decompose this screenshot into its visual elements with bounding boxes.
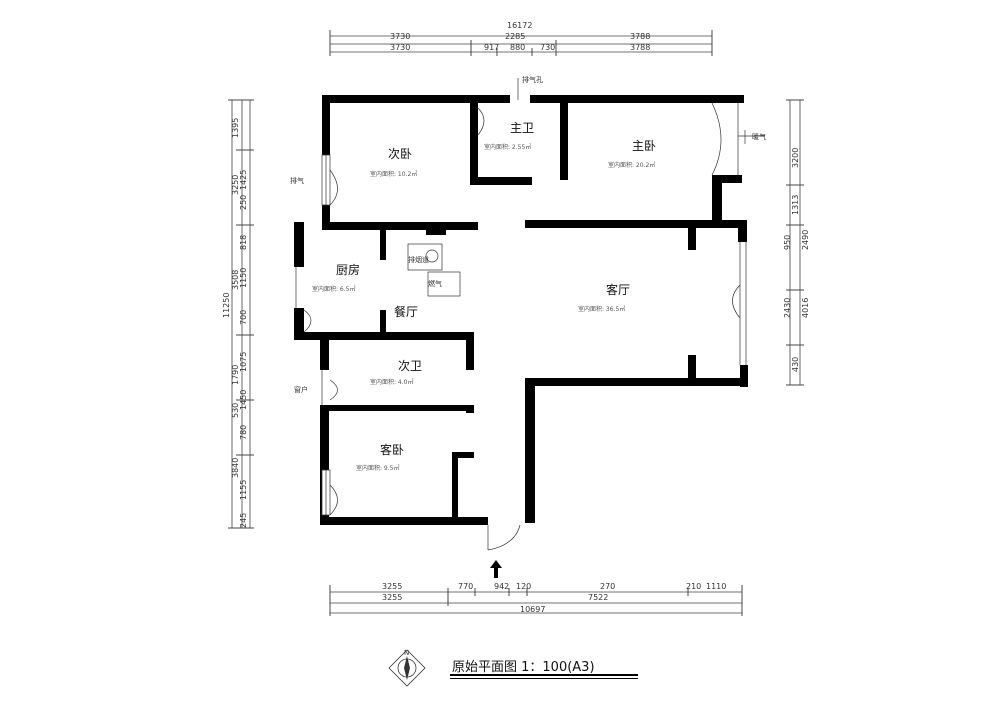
room-second-bedroom-area: 室内面积: 10.2㎡ xyxy=(370,170,417,178)
fixture-notes: 排烟道 燃气 排气 窗户 xyxy=(290,176,442,394)
openings xyxy=(295,102,747,551)
left-dim-7: 1150 xyxy=(239,268,248,288)
right-dim-4: 950 xyxy=(783,235,792,250)
bottom-total-dim: 10697 xyxy=(520,605,545,614)
bottom-dim-9: 7522 xyxy=(588,593,608,602)
top-dim-8: 3788 xyxy=(630,43,650,52)
left-dim-8: 700 xyxy=(239,310,248,325)
right-dim-1: 3200 xyxy=(791,148,800,168)
room-master-bedroom-area: 室内面积: 20.2㎡ xyxy=(608,161,655,169)
compass-icon: N xyxy=(388,649,426,687)
top-total-dim: 16172 xyxy=(507,21,532,30)
right-dim-5: 4016 xyxy=(801,298,810,318)
top-vent-marker: 排气孔 xyxy=(517,75,543,100)
left-dim-3: 1425 xyxy=(239,170,248,190)
drawing-title: 原始平面图 1：100(A3) xyxy=(452,660,595,675)
bottom-dim-8: 3255 xyxy=(382,593,402,602)
top-dim-6: 880 xyxy=(510,43,525,52)
left-dim-5: 818 xyxy=(239,235,248,250)
bottom-dim-3: 942 xyxy=(494,582,509,591)
top-dim-7: 730 xyxy=(540,43,555,52)
left-dim-13: 780 xyxy=(239,425,248,440)
right-dimensions: 3200 1313 2490 950 4016 2430 430 xyxy=(783,99,810,386)
top-dim-1: 3730 xyxy=(390,32,410,41)
vent-label-left: 排气 xyxy=(290,176,304,185)
exhaust-label: 排烟道 xyxy=(408,255,429,264)
room-kitchen: 厨房 xyxy=(336,262,360,277)
right-heater-marker: 暖气 xyxy=(738,130,766,144)
room-second-bath-area: 室内面积: 4.0㎡ xyxy=(370,378,413,386)
right-dim-6: 2430 xyxy=(783,298,792,318)
top-dim-4: 3730 xyxy=(390,43,410,52)
left-dim-6: 3508 xyxy=(231,270,240,290)
room-master-bath-area: 室内面积: 2.55㎡ xyxy=(484,143,531,151)
room-living-area: 室内面积: 36.5㎡ xyxy=(578,305,625,313)
title-underline-thick xyxy=(450,674,638,676)
bottom-dim-4: 120 xyxy=(516,582,531,591)
title-underline-thin xyxy=(450,678,638,679)
bottom-dim-6: 210 xyxy=(686,582,701,591)
entry-arrow-icon xyxy=(490,560,502,578)
room-second-bath: 次卫 xyxy=(398,359,422,373)
heater-label: 暖气 xyxy=(752,132,766,141)
left-dim-10: 1075 xyxy=(239,352,248,372)
room-kitchen-area: 室内面积: 6.5㎡ xyxy=(312,285,355,293)
bottom-dim-5: 270 xyxy=(600,582,615,591)
bottom-dim-1: 3255 xyxy=(382,582,402,591)
bottom-dim-7: 1110 xyxy=(706,582,726,591)
room-master-bath: 主卫 xyxy=(510,121,534,135)
room-living: 客厅 xyxy=(606,282,630,297)
left-dim-11: 1450 xyxy=(239,390,248,410)
top-dimensions: 16172 3730 2285 3788 3730 917 880 730 37… xyxy=(329,21,713,56)
left-dim-14: 3840 xyxy=(231,458,240,478)
room-dining: 餐厅 xyxy=(394,304,418,319)
left-dim-12: 530 xyxy=(231,403,240,418)
top-vent-label: 排气孔 xyxy=(522,75,543,84)
room-second-bedroom: 次卧 xyxy=(388,147,412,161)
top-dim-3: 3788 xyxy=(630,32,650,41)
room-guest-bedroom: 客卧 xyxy=(380,442,404,457)
bottom-dimensions: 3255 770 942 120 270 210 1110 3255 7522 … xyxy=(329,582,743,616)
left-dim-4: 250 xyxy=(239,195,248,210)
left-total-dim: 11250 xyxy=(222,293,231,318)
gas-label: 燃气 xyxy=(428,279,442,288)
right-dim-3: 2490 xyxy=(801,230,810,250)
walls xyxy=(294,95,748,525)
right-dim-2: 1313 xyxy=(791,195,800,215)
room-master-bedroom: 主卧 xyxy=(632,139,656,153)
top-dim-5: 917 xyxy=(484,43,499,52)
window-note-left: 窗户 xyxy=(294,385,308,394)
left-dimensions: 11250 1395 3250 1425 250 818 3508 1150 7… xyxy=(222,99,254,529)
left-dim-15: 1155 xyxy=(239,480,248,500)
right-dim-7: 430 xyxy=(791,357,800,372)
top-dim-2: 2285 xyxy=(505,32,525,41)
compass-north-label: N xyxy=(404,649,409,657)
bottom-dim-2: 770 xyxy=(458,582,473,591)
room-guest-bedroom-area: 室内面积: 9.5㎡ xyxy=(356,464,399,472)
left-dim-2: 3250 xyxy=(231,175,240,195)
left-dim-1: 1395 xyxy=(231,118,240,138)
room-labels: 次卧 室内面积: 10.2㎡ 主卫 室内面积: 2.55㎡ 主卧 室内面积: 2… xyxy=(312,121,656,472)
left-dim-16: 245 xyxy=(239,513,248,528)
left-dim-9: 1790 xyxy=(231,365,240,385)
